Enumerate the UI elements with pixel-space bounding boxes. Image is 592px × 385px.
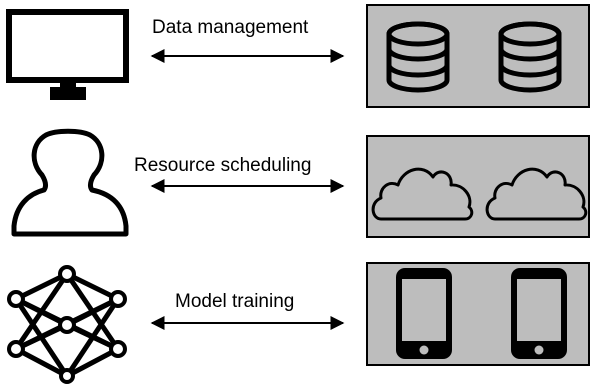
cloud-panel <box>366 135 590 238</box>
data-management-label: Data management <box>152 17 309 38</box>
cloud-icon <box>485 167 588 221</box>
monitor-icon <box>6 9 129 100</box>
neural-network-icon <box>7 265 127 384</box>
smartphone-icon <box>511 268 567 359</box>
database-icon <box>498 21 562 93</box>
database-icon <box>386 21 450 93</box>
cloud-icon <box>371 167 474 221</box>
user-icon <box>11 128 129 237</box>
resource-scheduling-label: Resource scheduling <box>134 155 312 176</box>
smartphone-icon <box>396 268 452 359</box>
model-training-label: Model training <box>175 291 295 312</box>
